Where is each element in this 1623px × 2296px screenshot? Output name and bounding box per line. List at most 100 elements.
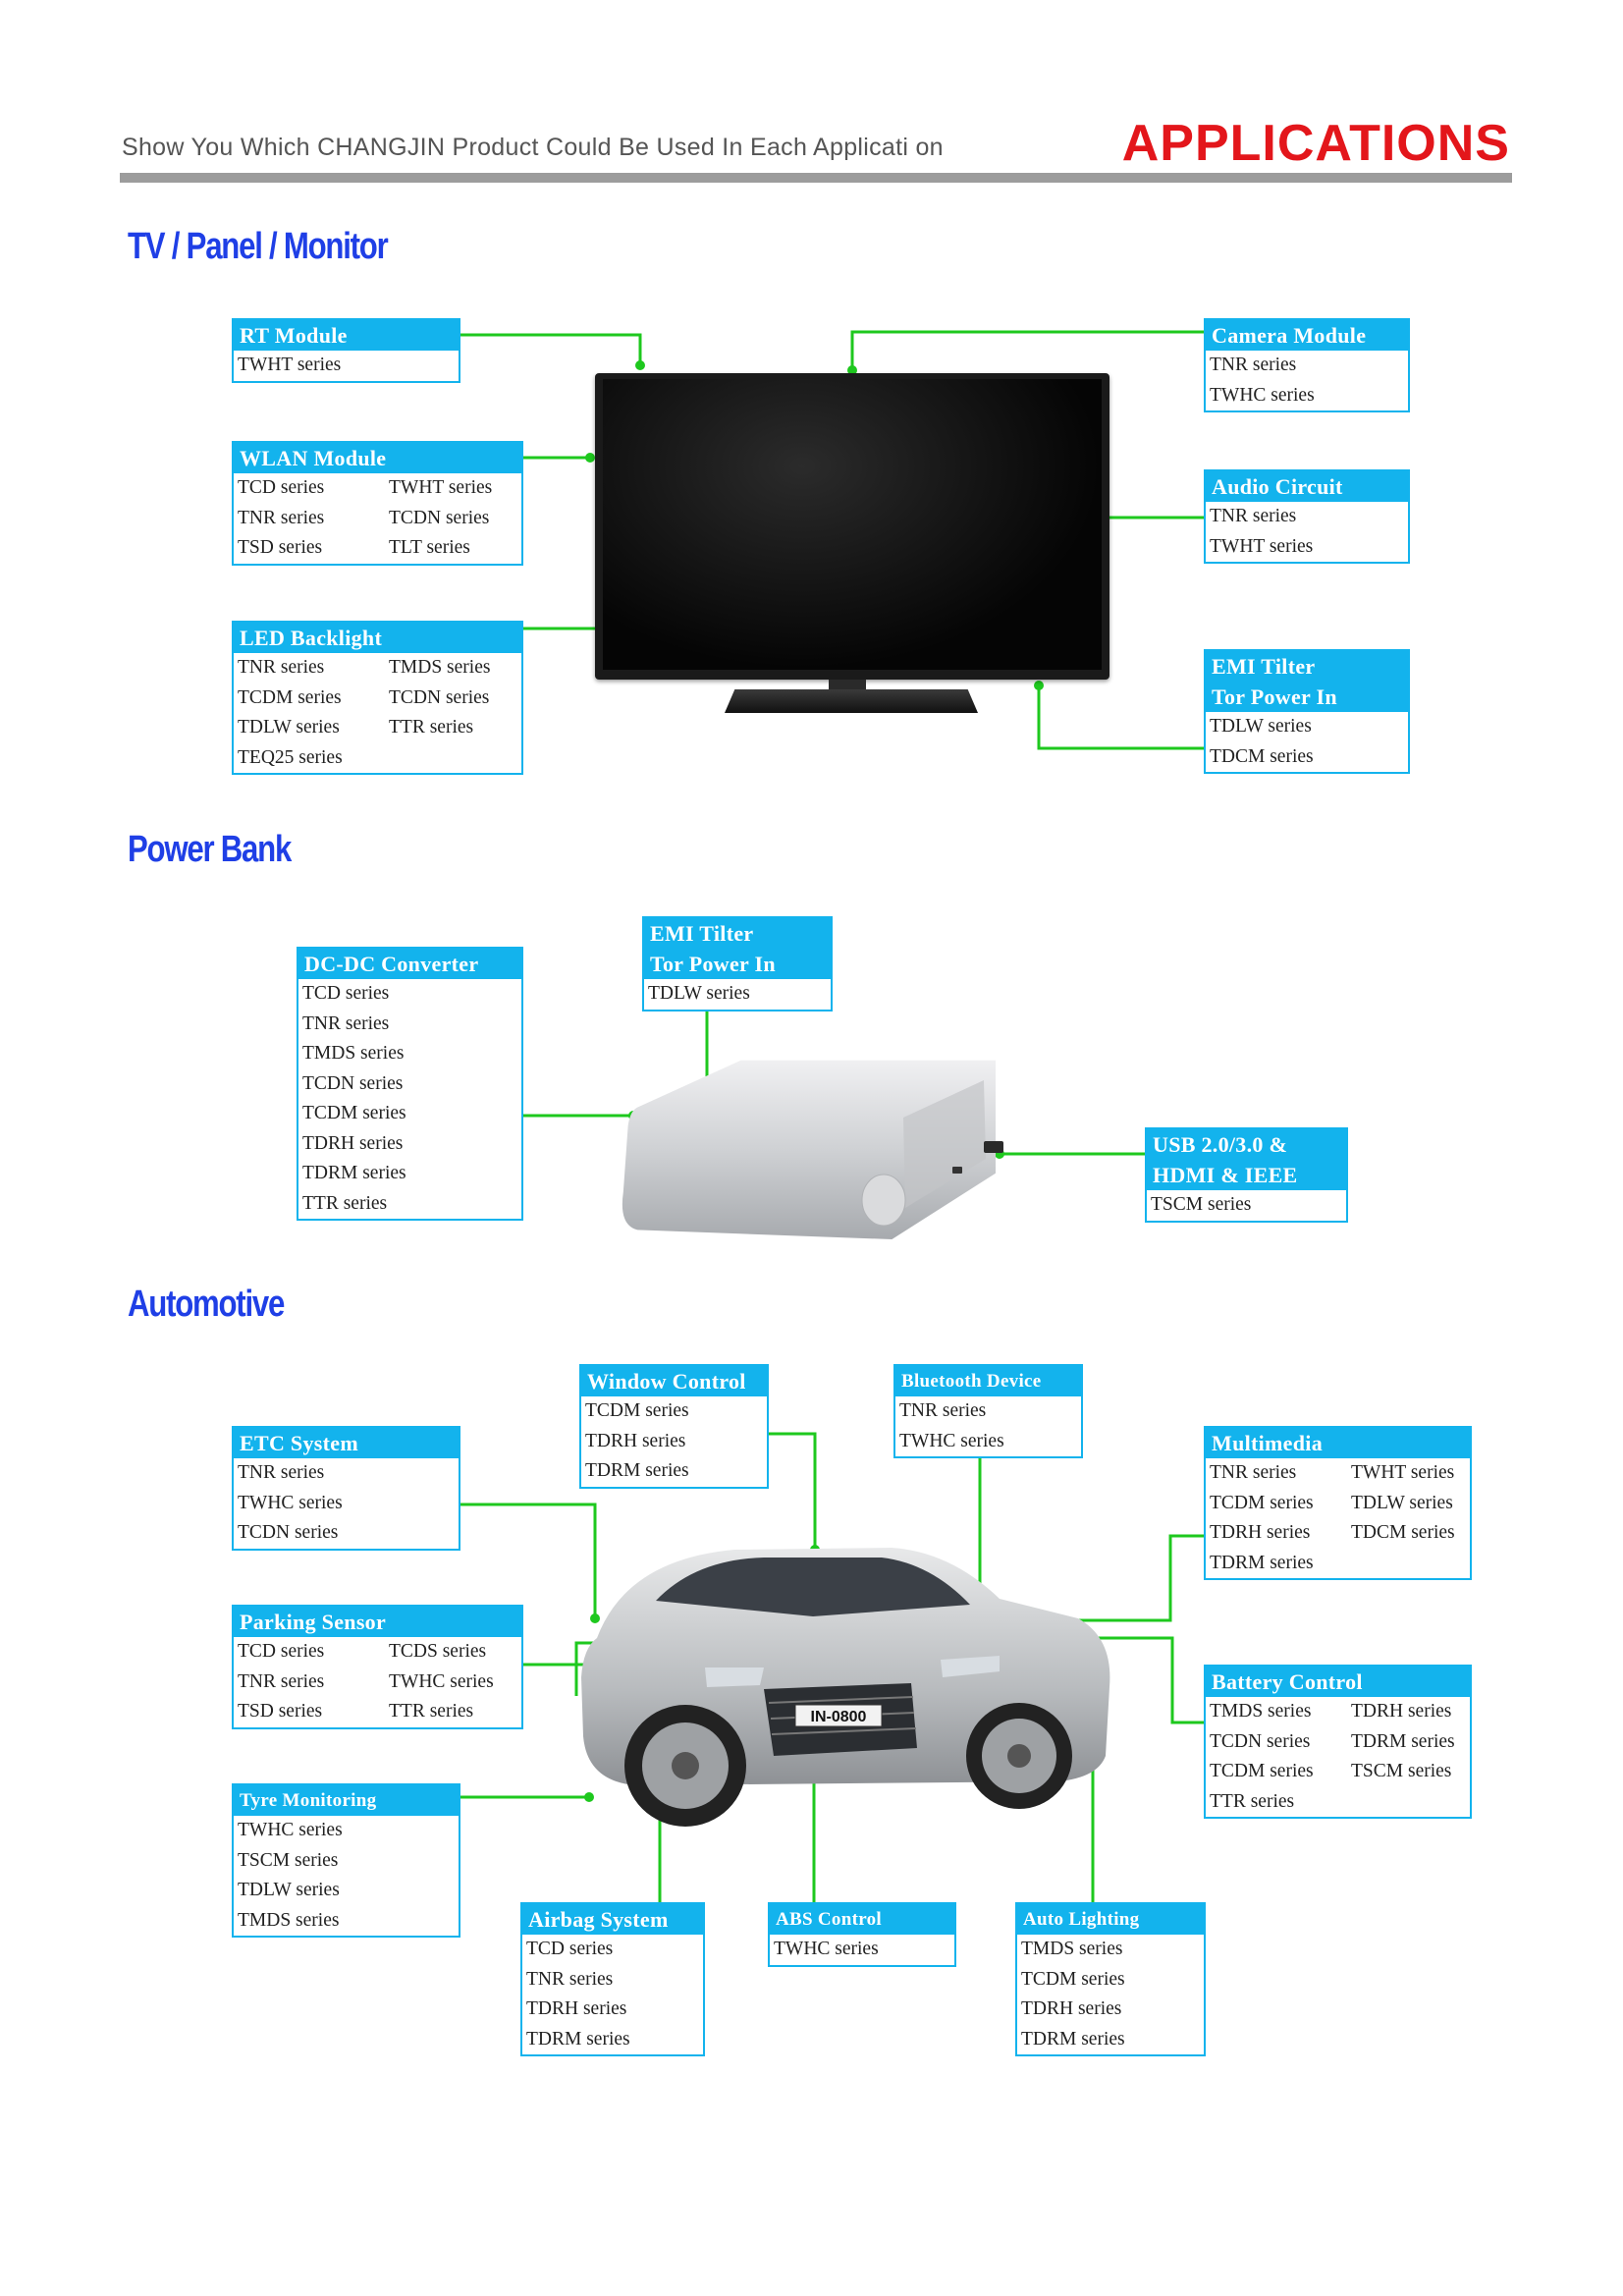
- box-multimedia: Multimedia TNR series TWHT series TCDM s…: [1204, 1426, 1472, 1580]
- box-title: LED Backlight: [234, 623, 521, 653]
- series-item: TSD series: [238, 1701, 323, 1722]
- box-title: Tyre Monitoring: [234, 1785, 459, 1816]
- series-item: TDCM series: [1210, 745, 1314, 767]
- series-item: TDRH series: [1351, 1701, 1452, 1722]
- series-item: TWHT series: [1351, 1462, 1455, 1483]
- tv-image: [595, 373, 1109, 680]
- series-item: TSCM series: [1351, 1761, 1452, 1781]
- series-item: TMDS series: [302, 1043, 405, 1064]
- box-title: RT Module: [234, 320, 459, 351]
- series-item: TCDM series: [585, 1400, 689, 1421]
- box-battery-control: Battery Control TMDS series TDRH series …: [1204, 1665, 1472, 1819]
- box-title: USB 2.0/3.0 &: [1147, 1129, 1346, 1160]
- box-bluetooth-device: Bluetooth Device TNR series TWHC series: [893, 1364, 1083, 1458]
- box-emi-filter-powerbank: EMI Tilter Tor Power In TDLW series: [642, 916, 833, 1011]
- series-item: TLT series: [389, 537, 470, 558]
- series-item: TCDM series: [238, 686, 342, 708]
- series-item: TNR series: [1210, 1462, 1297, 1483]
- box-tyre-monitoring: Tyre Monitoring TWHC series TSCM series …: [232, 1783, 460, 1938]
- section-title-tv: TV / Panel / Monitor: [128, 226, 389, 267]
- header-subtitle: Show You Which CHANGJIN Product Could Be…: [122, 134, 944, 161]
- box-dcdc-converter: DC-DC Converter TCD series TNR series TM…: [297, 947, 523, 1221]
- box-title: EMI Tilter: [644, 918, 831, 949]
- box-rt-module: RT Module TWHT series: [232, 318, 460, 383]
- series-item: TCDM series: [1210, 1761, 1314, 1781]
- series-item: TNR series: [238, 507, 325, 528]
- series-item: TWHT series: [238, 355, 342, 375]
- box-audio-circuit: Audio Circuit TNR series TWHT series: [1204, 469, 1410, 564]
- series-item: TDLW series: [238, 717, 340, 738]
- series-item: TDRM series: [1210, 1552, 1314, 1573]
- box-title: EMI Tilter: [1206, 651, 1408, 682]
- series-item: TCD series: [238, 477, 325, 498]
- series-item: TCDN series: [238, 1522, 339, 1543]
- series-item: TNR series: [238, 657, 325, 678]
- series-item: TDRM series: [526, 2028, 630, 2050]
- series-item: TSCM series: [1151, 1194, 1252, 1215]
- box-title: Window Control: [581, 1366, 767, 1396]
- box-title: ETC System: [234, 1428, 459, 1458]
- series-item: TTR series: [389, 717, 474, 738]
- box-title: Auto Lighting: [1017, 1904, 1204, 1935]
- page-title: APPLICATIONS: [1121, 115, 1510, 172]
- series-item: TWHC series: [238, 1492, 343, 1513]
- series-item: TCDN series: [302, 1072, 404, 1094]
- series-item: TTR series: [1210, 1790, 1295, 1812]
- series-item: TMDS series: [1021, 1939, 1123, 1959]
- box-auto-lighting: Auto Lighting TMDS series TCDM series TD…: [1015, 1902, 1206, 2056]
- header-divider: [120, 173, 1512, 183]
- series-item: TDRH series: [526, 1998, 627, 2019]
- box-parking-sensor: Parking Sensor TCD series TCDS series TN…: [232, 1605, 523, 1729]
- series-item: TTR series: [302, 1192, 388, 1214]
- box-title-line2: HDMI & IEEE: [1147, 1160, 1346, 1190]
- series-item: TDRM series: [585, 1460, 689, 1481]
- series-item: TDLW series: [238, 1880, 340, 1900]
- series-item: TTR series: [389, 1701, 474, 1722]
- series-item: TNR series: [1210, 355, 1297, 375]
- series-item: TDRH series: [1210, 1522, 1311, 1543]
- series-item: TNR series: [238, 1462, 325, 1483]
- powerbank-image: [622, 1060, 1003, 1239]
- car-image: IN-0800: [581, 1548, 1110, 1827]
- series-item: TMDS series: [238, 1909, 340, 1931]
- box-title: Bluetooth Device: [895, 1366, 1081, 1396]
- series-item: TWHC series: [899, 1430, 1004, 1451]
- series-item: TCD series: [526, 1939, 614, 1959]
- series-item: TNR series: [302, 1012, 390, 1034]
- series-item: TNR series: [238, 1670, 325, 1692]
- box-etc-system: ETC System TNR series TWHC series TCDN s…: [232, 1426, 460, 1551]
- series-item: TNR series: [526, 1968, 614, 1990]
- box-airbag-system: Airbag System TCD series TNR series TDRH…: [520, 1902, 705, 2056]
- box-title: ABS Control: [770, 1904, 954, 1935]
- series-item: TDLW series: [1351, 1492, 1453, 1513]
- box-title: DC-DC Converter: [298, 949, 521, 979]
- series-item: TWHT series: [389, 477, 493, 498]
- box-camera-module: Camera Module TNR series TWHC series: [1204, 318, 1410, 412]
- series-item: TWHC series: [389, 1670, 494, 1692]
- series-item: TDCM series: [1351, 1522, 1455, 1543]
- series-item: TDRH series: [302, 1132, 404, 1154]
- series-item: TWHT series: [1210, 535, 1314, 557]
- box-title-line2: Tor Power In: [1206, 682, 1408, 712]
- box-title-line2: Tor Power In: [644, 949, 831, 979]
- tv-stand-neck: [829, 680, 866, 691]
- box-emi-filter-tv: EMI Tilter Tor Power In TDLW series TDCM…: [1204, 649, 1410, 774]
- series-item: TCDM series: [302, 1103, 406, 1123]
- box-title: Parking Sensor: [234, 1607, 521, 1637]
- series-item: TDRM series: [302, 1163, 406, 1183]
- series-item: TDLW series: [648, 983, 750, 1004]
- series-item: TCDM series: [1021, 1968, 1125, 1990]
- series-item: TSCM series: [238, 1849, 339, 1871]
- box-usb-hdmi: USB 2.0/3.0 & HDMI & IEEE TSCM series: [1145, 1127, 1348, 1223]
- series-item: TWHC series: [1210, 384, 1315, 406]
- series-item: TEQ25 series: [238, 746, 343, 768]
- box-wlan-module: WLAN Module TCD series TWHT series TNR s…: [232, 441, 523, 566]
- series-item: TWHC series: [774, 1939, 879, 1959]
- series-item: TCDN series: [1210, 1730, 1311, 1752]
- series-item: TCDN series: [389, 507, 490, 528]
- series-item: TDRH series: [1021, 1998, 1122, 2019]
- license-plate: IN-0800: [811, 1709, 867, 1725]
- series-item: TMDS series: [1210, 1701, 1312, 1722]
- box-title: Camera Module: [1206, 320, 1408, 351]
- series-item: TDRH series: [585, 1430, 686, 1451]
